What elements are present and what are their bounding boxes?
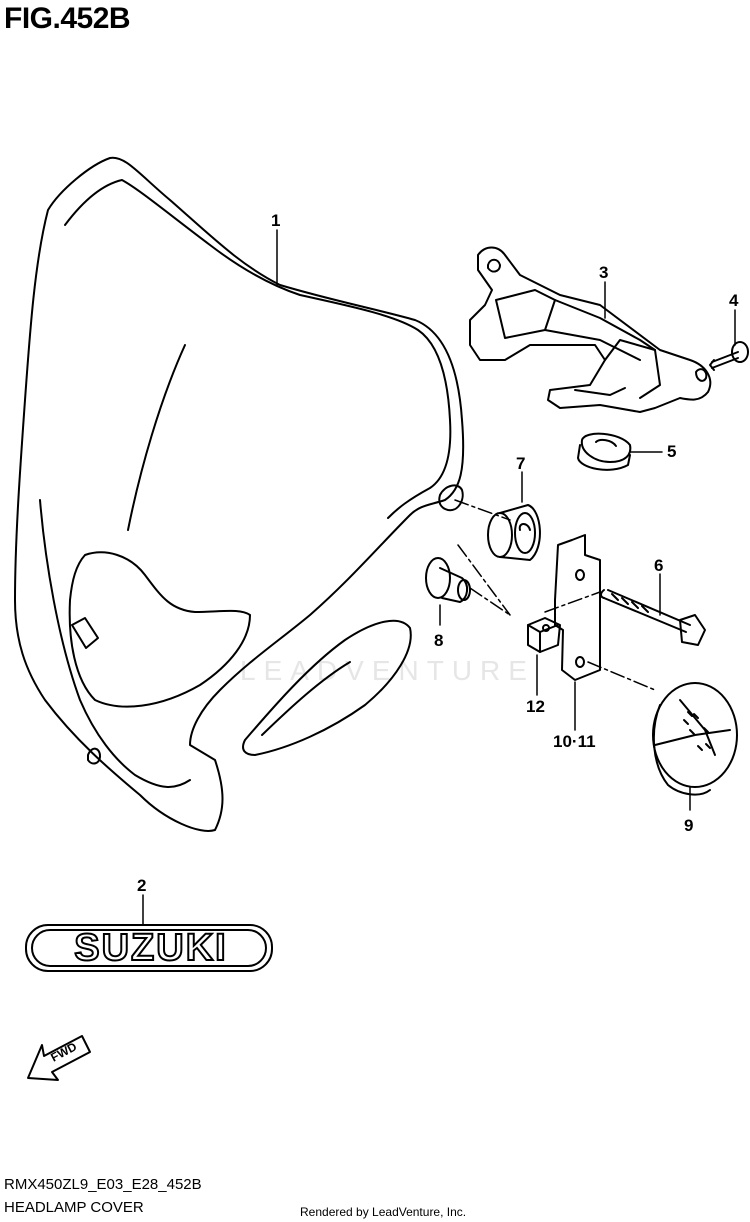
- callout-10-11: 10·11: [553, 732, 596, 751]
- rendered-by: Rendered by LeadVenture, Inc.: [300, 1205, 467, 1219]
- grommet-part[interactable]: [577, 432, 632, 471]
- mounting-plate-part[interactable]: [554, 534, 601, 681]
- suzuki-emblem-part[interactable]: [25, 924, 273, 972]
- callout-12: 12: [526, 697, 545, 716]
- watermark: LEADVENTURE: [240, 655, 535, 686]
- leader-lines: [142, 229, 736, 926]
- callout-2: 2: [137, 876, 147, 895]
- collar-part[interactable]: [425, 557, 471, 603]
- fwd-arrow-icon: [27, 1035, 91, 1081]
- callout-6: 6: [654, 556, 664, 575]
- callout-3: 3: [599, 263, 609, 282]
- cap-part[interactable]: [652, 682, 738, 796]
- model-code: RMX450ZL9_E03_E28_452B: [4, 1176, 202, 1193]
- bolt-part[interactable]: [600, 589, 706, 646]
- callout-9: 9: [684, 816, 694, 835]
- callout-8: 8: [434, 631, 444, 650]
- screw-part[interactable]: [709, 341, 749, 371]
- headlamp-cover-part[interactable]: [14, 156, 465, 832]
- nut-part[interactable]: [527, 617, 561, 653]
- suzuki-emblem-text: SUZUKI: [73, 926, 228, 970]
- callout-1: 1: [271, 211, 281, 230]
- callout-7: 7: [516, 454, 526, 473]
- part-name: HEADLAMP COVER: [4, 1199, 144, 1216]
- headlamp-bracket-part[interactable]: [469, 246, 712, 413]
- callout-5: 5: [667, 442, 677, 461]
- assembly-lines: [454, 499, 656, 691]
- figure-title: FIG.452B: [4, 2, 131, 35]
- callout-4: 4: [729, 291, 739, 310]
- cushion-part[interactable]: [487, 504, 541, 561]
